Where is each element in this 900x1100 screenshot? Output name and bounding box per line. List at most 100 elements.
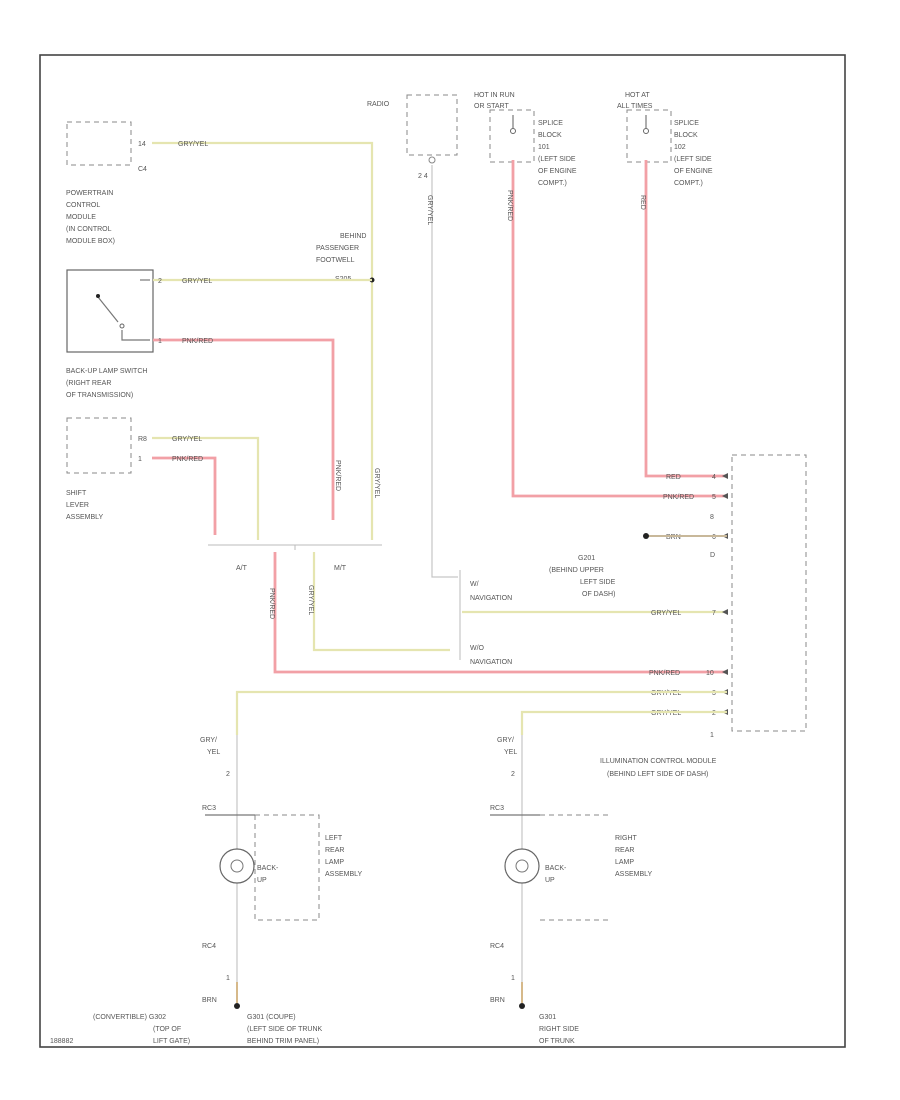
splice2-text-1: SPLICE	[674, 120, 699, 127]
g-conv-1: (CONVERTIBLE) G302	[93, 1014, 166, 1021]
g-coupe-3: BEHIND TRIM PANEL)	[247, 1038, 319, 1045]
wire-radio	[431, 165, 458, 578]
right-bulb-filament	[515, 859, 529, 873]
switch-contact	[97, 296, 119, 323]
right-lamp-2: REAR	[615, 847, 634, 854]
left-bulb-icon	[219, 848, 255, 884]
right-bulb-label-1: BACK-	[545, 865, 567, 872]
radio-box	[406, 94, 458, 156]
shift-lever-box	[66, 417, 132, 474]
icm-wire-red: RED	[666, 474, 681, 481]
g201-1: G201	[578, 555, 595, 562]
icm-wire-brn: BRN	[666, 534, 681, 541]
hot-at-1: HOT AT	[625, 92, 650, 99]
icm-name-1: ILLUMINATION CONTROL MODULE	[600, 758, 717, 765]
splice-pass-2: PASSENGER	[316, 245, 359, 252]
right-wire-1: GRY/	[497, 737, 514, 744]
wire-splice1-pnk-red	[511, 160, 727, 498]
wire-at-pnk-red	[273, 552, 727, 674]
splice2-text-5: OF ENGINE	[674, 168, 713, 175]
right-ground	[519, 1003, 525, 1009]
left-bulb-label-2: UP	[257, 877, 267, 884]
shift-name-3: ASSEMBLY	[66, 514, 104, 521]
left-lamp-3: LAMP	[325, 859, 344, 866]
icm-pin-8: 8	[710, 514, 714, 521]
pcm-wire-label: GRY/YEL	[178, 141, 208, 148]
wire-left-lamp-feed	[235, 690, 727, 735]
splice1-wire-label: PNK/RED	[506, 190, 513, 221]
icm-pin-5: 5	[712, 494, 716, 501]
wire-shift-pnk-red	[152, 456, 217, 535]
splice2-text-6: COMPT.)	[674, 180, 703, 187]
icm-pin-d: D	[710, 552, 715, 559]
right-lamp-3: LAMP	[615, 859, 634, 866]
right-rc4: RC4	[490, 943, 504, 950]
g201-4: OF DASH)	[582, 591, 615, 598]
left-rc4: RC4	[202, 943, 216, 950]
wire-pcm-gry-yel	[152, 141, 374, 283]
right-bulb-icon	[504, 848, 540, 884]
wire-bup-pnk-red	[153, 338, 335, 520]
nav-wo-1: W/O	[470, 645, 485, 652]
wire-right-lamp-feed	[520, 710, 727, 735]
shift-name-2: LEVER	[66, 502, 89, 509]
left-ground	[234, 1003, 240, 1009]
splice2-text-2: BLOCK	[674, 132, 698, 139]
splice1-terminal	[510, 128, 516, 134]
nav-wo-2: NAVIGATION	[470, 659, 512, 666]
splice2-text-3: 102	[674, 144, 686, 151]
splice1-text-5: OF ENGINE	[538, 168, 577, 175]
icm-wire-gry-2: GRY/YEL	[651, 690, 681, 697]
splice1-text-3: 101	[538, 144, 550, 151]
icm-pin-4: 4	[712, 474, 716, 481]
shift-pin1-wire: GRY/YEL	[172, 436, 202, 443]
right-lamp-4: ASSEMBLY	[615, 871, 653, 878]
wire-shift-gry-yel	[152, 436, 260, 540]
label-at: A/T	[236, 565, 248, 572]
g-conv-2: (TOP OF	[153, 1026, 181, 1033]
icm-pin-6: 6	[712, 534, 716, 541]
right-lamp-1: RIGHT	[615, 835, 638, 842]
bup-name-2: (RIGHT REAR	[66, 380, 111, 387]
hot-run-2: OR START	[474, 103, 509, 110]
shift-pin2-wire: PNK/RED	[172, 456, 203, 463]
vert-pnk-at: PNK/RED	[268, 588, 275, 619]
icm-pin-1: 1	[710, 732, 714, 739]
pcm-pin: 14	[138, 141, 146, 148]
bup-pin2-wire: PNK/RED	[182, 338, 213, 345]
splice2-terminal	[643, 128, 649, 134]
bup-pin2: 1	[158, 338, 162, 345]
wire-splice2-red	[644, 160, 727, 478]
g-conv-3: LIFT GATE)	[153, 1038, 190, 1045]
right-wire-2: YEL	[504, 749, 517, 756]
bup-pin1-wire: GRY/YEL	[182, 278, 212, 285]
pcm-name-3: MODULE	[66, 214, 96, 221]
left-brn: BRN	[202, 997, 217, 1004]
icm-pin-7: 7	[712, 610, 716, 617]
splice-pass-3: FOOTWELL	[316, 257, 355, 264]
vert-gry-right: GRY/YEL	[373, 468, 380, 498]
diagram-frame	[39, 54, 846, 1048]
switch-terminal	[119, 323, 125, 329]
pcm-name-4: (IN CONTROL	[66, 226, 112, 233]
splice1-text-4: (LEFT SIDE	[538, 156, 576, 163]
bup-pin1: 2	[158, 278, 162, 285]
splice1-text-1: SPLICE	[538, 120, 563, 127]
radio-terminal	[428, 156, 436, 164]
vert-gry-mt: GRY/YEL	[307, 585, 314, 615]
nav-w-2: NAVIGATION	[470, 595, 512, 602]
splice1-text-6: COMPT.)	[538, 180, 567, 187]
icm-name-2: (BEHIND LEFT SIDE OF DASH)	[607, 771, 708, 778]
bup-name-1: BACK-UP LAMP SWITCH	[66, 368, 147, 375]
nav-w-1: W/	[470, 581, 479, 588]
pcm-connector: C4	[138, 166, 147, 173]
left-pin-1: 1	[226, 975, 230, 982]
icm-wire-gry-3: GRY/YEL	[651, 710, 681, 717]
icm-pin-10: 10	[706, 670, 714, 677]
ground-g201	[643, 533, 649, 539]
left-pin-2: 2	[226, 771, 230, 778]
switch-pivot	[96, 294, 100, 298]
left-rc3: RC3	[202, 805, 216, 812]
g-coupe-1: G301 (COUPE)	[247, 1014, 296, 1021]
icm-terminal-marks	[722, 473, 728, 715]
